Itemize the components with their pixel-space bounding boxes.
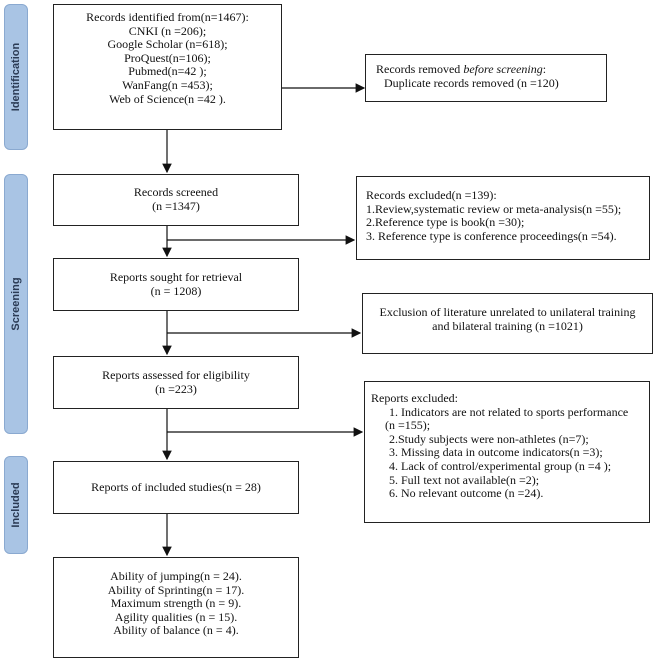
literature-exclusion-line1: Exclusion of literature unrelated to uni…	[379, 305, 636, 319]
literature-exclusion-box: Exclusion of literature unrelated to uni…	[362, 293, 653, 354]
exclusion-reason: 1.Review,systematic review or meta-analy…	[366, 201, 622, 216]
exclusion-reason: 1. Indicators are not related to sports …	[389, 404, 629, 419]
reports-excluded-box: Reports excluded: 1. Indicators are not …	[364, 381, 650, 523]
reports-sought-box: Reports sought for retrieval (n = 1208)	[53, 258, 299, 311]
outcome-item: Maximum strength (n = 9).	[110, 596, 242, 611]
reports-sought-count: (n = 1208)	[150, 283, 202, 298]
source-item: CNKI (n =206);	[128, 23, 207, 38]
exclusion-reason: 3. Reference type is conference proceedi…	[366, 228, 617, 243]
exclusion-reason: 6. No relevant outcome (n =24).	[389, 486, 544, 501]
outcome-item: Ability of balance (n = 4).	[113, 623, 239, 638]
exclusion-reason: (n =155);	[385, 418, 431, 433]
exclusion-reason: 2.Study subjects were non-athletes (n=7)…	[389, 431, 589, 446]
reports-excluded-title: Reports excluded:	[371, 391, 458, 405]
source-item: Google Scholar (n=618);	[107, 37, 228, 52]
records-identified-box: Records identified from(n=1467): CNKI (n…	[53, 4, 282, 130]
exclusion-reason: 3. Missing data in outcome indicators(n …	[389, 445, 603, 460]
records-screened-title: Records screened	[133, 185, 219, 199]
outcome-item: Agility qualities (n = 15).	[114, 609, 238, 624]
records-removed-title: Records removed before screening:	[376, 62, 547, 76]
records-excluded-title: Records excluded(n =139):	[366, 188, 497, 202]
records-screened-count: (n =1347)	[152, 198, 200, 213]
literature-exclusion-line2: and bilateral training (n =1021)	[432, 318, 583, 333]
reports-assessed-title: Reports assessed for eligibility	[102, 368, 250, 382]
duplicates-removed: Duplicate records removed (n =120)	[384, 75, 559, 90]
exclusion-reason: 4. Lack of control/experimental group (n…	[389, 458, 612, 473]
reports-assessed-count: (n =223)	[155, 381, 197, 396]
source-item: WanFang(n =453);	[122, 77, 213, 92]
outcomes-box: Ability of jumping(n = 24). Ability of S…	[53, 557, 299, 658]
phase-identification: Identification	[4, 4, 28, 150]
source-item: Web of Science(n =42 ).	[109, 91, 226, 106]
phase-included: Included	[4, 456, 28, 554]
records-excluded-box: Records excluded(n =139): 1.Review,syste…	[356, 176, 650, 260]
reports-assessed-box: Reports assessed for eligibility (n =223…	[53, 356, 299, 409]
reports-sought-title: Reports sought for retrieval	[109, 270, 243, 284]
phase-screening: Screening	[4, 174, 28, 434]
records-identified-title: Records identified from(n=1467):	[86, 10, 249, 24]
included-studies-box: Reports of included studies(n = 28)	[53, 461, 299, 514]
records-removed-box: Records removed before screening: Duplic…	[365, 54, 607, 102]
source-item: Pubmed(n=42 );	[128, 64, 207, 79]
outcome-item: Ability of Sprinting(n = 17).	[107, 582, 245, 597]
records-screened-box: Records screened (n =1347)	[53, 174, 299, 226]
source-item: ProQuest(n=106);	[124, 50, 211, 65]
exclusion-reason: 2.Reference type is book(n =30);	[366, 215, 525, 230]
included-studies-title: Reports of included studies(n = 28)	[91, 480, 261, 494]
exclusion-reason: 5. Full text not available(n =2);	[389, 472, 540, 487]
outcome-item: Ability of jumping(n = 24).	[110, 569, 242, 583]
